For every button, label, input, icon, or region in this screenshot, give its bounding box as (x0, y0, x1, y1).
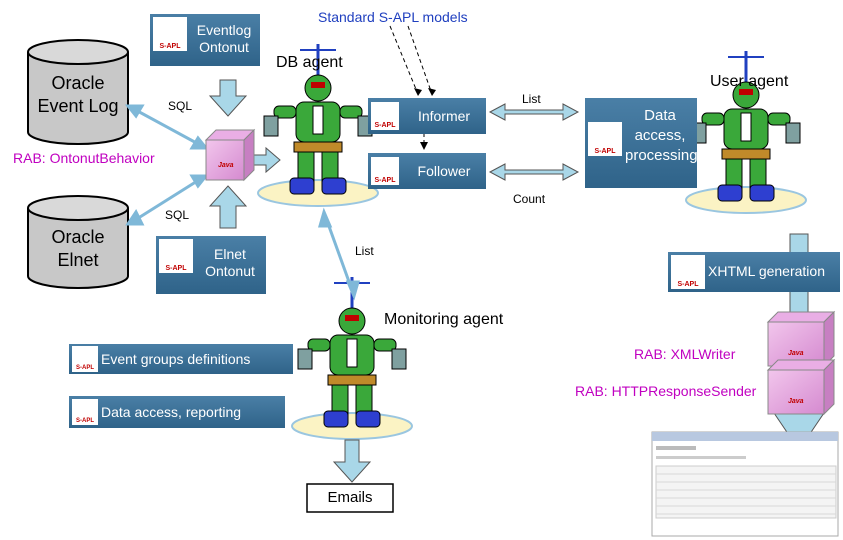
monitoring-agent-label: Monitoring agent (384, 311, 504, 328)
db-agent-platform (257, 179, 379, 207)
arrow-follower-count (488, 163, 580, 181)
list-label-top: List (522, 92, 541, 106)
card-data-access-reporting: S-APL Data access, reporting (69, 396, 285, 428)
database-cylinder-eventlog (27, 39, 129, 145)
monitoring-agent-platform (291, 412, 413, 440)
card-informer: S-APL Informer (368, 98, 486, 134)
sapl-logo-icon: S-APL (159, 239, 193, 273)
db-agent-label: DB agent (276, 54, 343, 71)
arrow-list-db-monitoring (318, 207, 360, 301)
sapl-logo-icon: S-APL (671, 255, 705, 289)
arrow-elnet-ontonut-up (208, 185, 248, 229)
count-label: Count (513, 192, 546, 206)
card-follower: S-APL Follower (368, 153, 486, 189)
database-cylinder-elnet (27, 195, 129, 289)
web-report-thumbnail (651, 431, 839, 537)
emails-label: Emails (327, 489, 373, 506)
arrow-eventlog-ontonut-down (208, 79, 248, 117)
java-cube-xmlwriter (766, 310, 836, 368)
arrow-sql-elnet (125, 174, 210, 226)
sql-label-top: SQL (168, 99, 193, 113)
monitoring-agent-robot-icon (297, 277, 407, 428)
sapl-logo-icon: S-APL (371, 102, 399, 130)
standard-models-label: Standard S-APL models (318, 9, 468, 25)
sapl-logo-icon: S-APL (588, 122, 622, 156)
sql-label-bottom: SQL (165, 208, 190, 222)
user-agent-robot-icon (691, 51, 801, 202)
card-xhtml-generation: S-APL XHTML generation (668, 252, 840, 292)
user-agent-label: User agent (710, 73, 789, 90)
arrow-informer-list (488, 103, 580, 121)
java-cube-http (766, 358, 836, 416)
sapl-logo-icon: S-APL (72, 399, 98, 425)
sapl-logo-icon: S-APL (72, 346, 98, 372)
arrow-monitoring-emails (332, 439, 372, 483)
user-agent-platform (685, 186, 807, 214)
card-event-groups: S-APL Event groups definitions (69, 344, 293, 374)
list-label-down: List (355, 244, 374, 258)
rab-http-label: RAB: HTTPResponseSender (575, 383, 757, 399)
arrow-sql-eventlog (124, 104, 210, 150)
rab-xmlwriter-label: RAB: XMLWriter (634, 346, 736, 362)
java-cube-ontonut (204, 128, 256, 182)
emails-box (306, 483, 394, 513)
sapl-logo-icon: S-APL (371, 157, 399, 185)
rab-ontonut-label: RAB: OntonutBehavior (13, 150, 155, 166)
arrow-cube-to-db-agent (253, 146, 281, 174)
sapl-logo-icon: S-APL (153, 17, 187, 51)
